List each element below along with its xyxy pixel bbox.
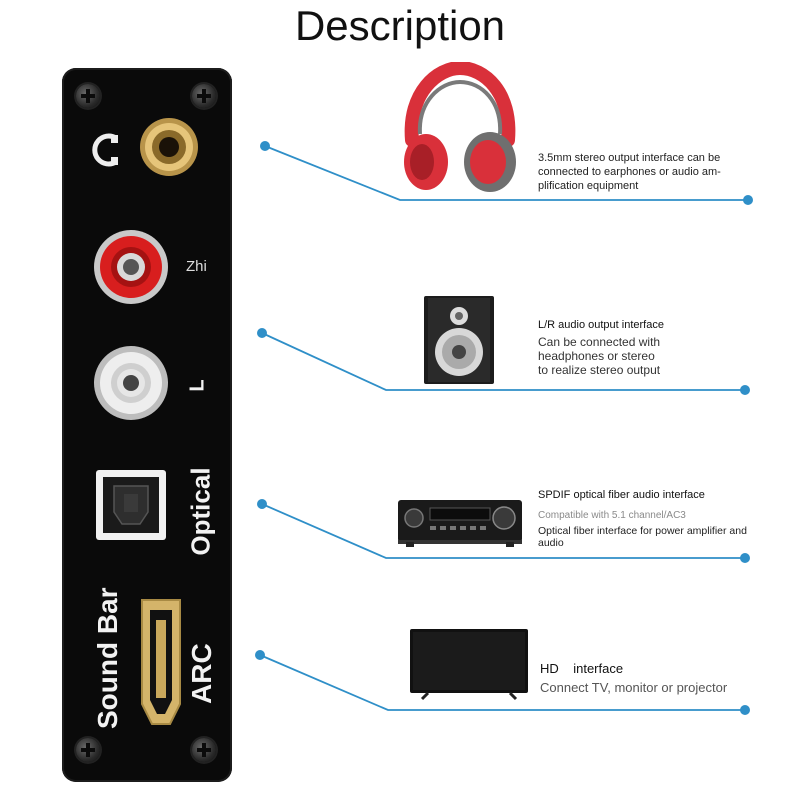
headphone-desc-line-1: 3.5mm stereo output interface can be — [538, 152, 721, 164]
leader-line-headphone — [264, 145, 748, 201]
leader-dot — [740, 385, 750, 395]
page-title: Description — [294, 2, 506, 49]
headphone-jack-icon[interactable] — [138, 116, 200, 178]
receiver-desc-subtitle: Compatible with 5.1 channel/AC3 — [538, 510, 686, 521]
tv-desc-line: Connect TV, monitor or projector — [540, 680, 728, 695]
screw-icon — [76, 738, 100, 762]
speaker-desc-line-2: headphones or stereo — [538, 349, 655, 363]
optical-port-icon[interactable] — [94, 468, 168, 542]
screw-icon — [76, 84, 100, 108]
leader-line-receiver — [261, 503, 745, 559]
headphones-icon — [404, 62, 516, 192]
speaker-desc-title: L/R audio output interface — [538, 319, 664, 331]
leader-line-tv — [259, 654, 745, 711]
headphone-symbol-icon — [92, 133, 118, 167]
device-panel: Zhi L Optical Sound Bar ARC — [62, 68, 232, 782]
leader-dot — [740, 553, 750, 563]
receiver-desc-title: SPDIF optical fiber audio interface — [538, 489, 705, 501]
screw-icon — [192, 738, 216, 762]
receiver-description: SPDIF optical fiber audio interface Comp… — [538, 488, 747, 549]
receiver-desc-line-2: audio — [538, 537, 564, 549]
av-receiver-icon — [398, 500, 522, 547]
leader-dot — [257, 328, 267, 338]
tv-icon — [410, 629, 528, 701]
rca-right-jack-icon[interactable] — [92, 228, 170, 306]
tv-description: HD interface Connect TV, monitor or proj… — [540, 659, 727, 697]
headphone-desc-line-2: connected to earphones or audio am- — [538, 166, 721, 178]
leader-dot — [257, 499, 267, 509]
headphone-desc-line-3: plification equipment — [538, 180, 639, 192]
receiver-desc-line-1: Optical fiber interface for power amplif… — [538, 525, 747, 537]
speaker-icon — [424, 296, 494, 384]
screw-icon — [192, 84, 216, 108]
headphone-description: 3.5mm stereo output interface can be con… — [538, 151, 721, 193]
rca-left-jack-icon[interactable] — [92, 344, 170, 422]
leader-dot — [255, 650, 265, 660]
rca-right-label: Zhi — [186, 258, 207, 275]
leader-dot — [260, 141, 270, 151]
tv-desc-title: HD interface — [540, 661, 624, 676]
leader-dot — [743, 195, 753, 205]
hdmi-port-icon[interactable] — [136, 596, 186, 728]
leader-dot — [740, 705, 750, 715]
speaker-desc-line-1: Can be connected with — [538, 335, 661, 349]
speaker-desc-line-3: to realize stereo output — [538, 363, 661, 377]
speaker-description: L/R audio output interface Can be connec… — [538, 318, 664, 377]
leader-line-speaker — [261, 332, 745, 391]
